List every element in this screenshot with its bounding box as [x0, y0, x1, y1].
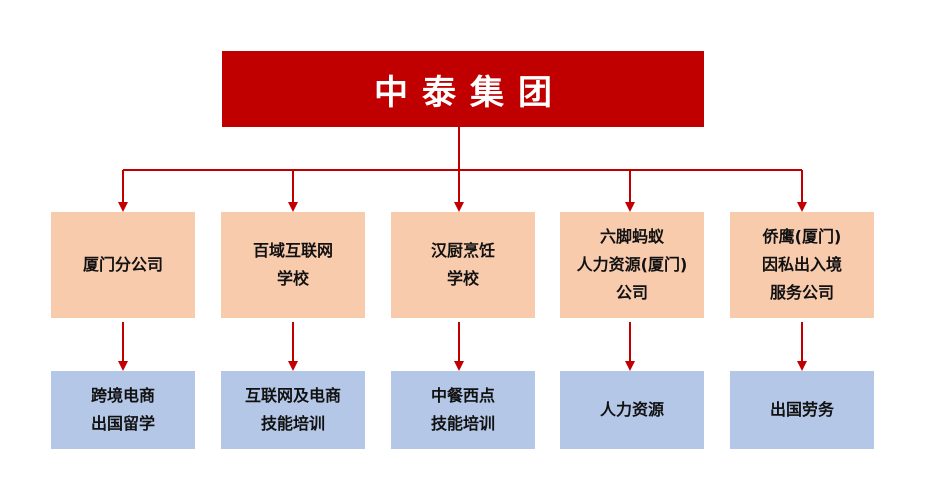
branch-node-label: 厦门分公司	[82, 255, 163, 274]
branch-node-label: 侨鹰(厦门)	[762, 227, 842, 246]
service-node-label: 互联网及电商	[244, 386, 341, 405]
branch-node-label: 汉厨烹饪	[430, 241, 495, 260]
service-node-label: 人力资源	[599, 400, 664, 419]
service-node-label: 出国劳务	[769, 400, 834, 419]
service-node-3: 中餐西点 技能培训	[391, 371, 535, 449]
service-node-5: 出国劳务	[730, 371, 874, 449]
service-node-4: 人力资源	[560, 371, 704, 449]
root-node: 中泰集团	[222, 51, 704, 127]
service-node-label: 跨境电商	[90, 386, 155, 405]
service-node-2: 互联网及电商 技能培训	[221, 371, 365, 449]
branch-node-label: 学校	[276, 269, 309, 288]
branch-node-hanchu-school: 汉厨烹饪 学校	[391, 212, 535, 318]
service-node-label: 中餐西点	[430, 386, 495, 405]
branch-node-label: 公司	[615, 283, 648, 302]
branch-node-label: 人力资源(厦门)	[576, 255, 688, 274]
branch-node-label: 学校	[446, 269, 479, 288]
root-node-label: 中泰集团	[374, 72, 566, 113]
branch-node-qiaoying-service: 侨鹰(厦门) 因私出入境 服务公司	[730, 212, 874, 318]
service-node-label: 技能培训	[430, 414, 495, 433]
branch-node-xiamen-office: 厦门分公司	[51, 212, 195, 318]
branch-node-liujiao-hr: 六脚蚂蚁 人力资源(厦门) 公司	[560, 212, 704, 318]
branch-node-label: 因私出入境	[761, 255, 842, 274]
branch-node-label: 百域互联网	[252, 241, 333, 260]
branch-node-baiyu-school: 百域互联网 学校	[221, 212, 365, 318]
branch-node-label: 服务公司	[769, 283, 834, 302]
service-node-1: 跨境电商 出国留学	[51, 371, 195, 449]
service-node-label: 技能培训	[260, 414, 325, 433]
service-node-label: 出国留学	[90, 414, 155, 433]
branch-node-label: 六脚蚂蚁	[599, 227, 664, 246]
